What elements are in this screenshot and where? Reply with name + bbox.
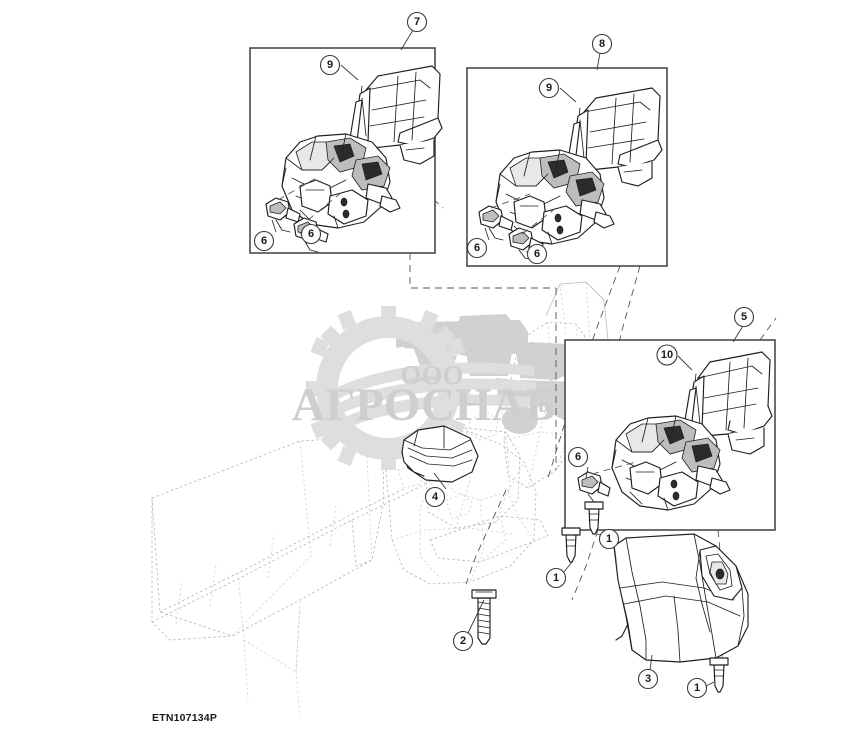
callout-6-box8-a[interactable]: 6 [466, 237, 488, 259]
adjuster-knob-7a [265, 197, 301, 233]
detail-box-8 [466, 67, 668, 267]
callout-1-b-label: 1 [606, 533, 612, 545]
callout-2-label: 2 [460, 635, 466, 647]
callout-10-label: 10 [661, 349, 673, 361]
callout-4[interactable]: 4 [424, 486, 446, 508]
seat-base-cover-3 [613, 533, 749, 663]
callout-6-box7-a-label: 6 [261, 235, 267, 247]
callout-6-box8-b[interactable]: 6 [526, 243, 548, 265]
callout-1-a-label: 1 [553, 572, 559, 584]
cap-screw-1c [709, 657, 729, 693]
callout-9-box8[interactable]: 9 [538, 77, 560, 99]
callout-6-box7-b[interactable]: 6 [300, 223, 322, 245]
watermark-ooo: ООО [400, 360, 463, 390]
seat-back-cushion-8 [565, 87, 663, 187]
detail-box-7 [249, 47, 443, 254]
callout-6-box7-b-label: 6 [308, 228, 314, 240]
callout-8[interactable]: 8 [591, 33, 613, 55]
callout-1-c[interactable]: 1 [686, 677, 708, 699]
detail-box-5 [564, 339, 776, 531]
seat-back-cushion-10 [681, 351, 773, 455]
adjuster-knob-5a [577, 471, 611, 505]
callout-leaders [400, 29, 744, 687]
watermark-suffix: u [538, 392, 550, 417]
callout-1-a[interactable]: 1 [545, 567, 567, 589]
callout-1-c-label: 1 [694, 682, 700, 694]
callout-9-box7-label: 9 [327, 59, 333, 71]
seat-mechanism-8 [495, 149, 615, 245]
callout-9-box8-label: 9 [546, 82, 552, 94]
callout-4-label: 4 [432, 491, 439, 503]
callout-8-label: 8 [599, 38, 605, 50]
drawing-number: ETN107134P [152, 712, 218, 724]
callout-7-label: 7 [414, 16, 420, 28]
cap-screw-1a [561, 527, 581, 563]
watermark-agrosnab: ООО АГРОСНАБ u [292, 306, 618, 470]
watermark-agrosnab: АГРОСНАБ [292, 379, 557, 431]
screw-long-threaded-2 [471, 589, 497, 645]
callout-7[interactable]: 7 [406, 11, 428, 33]
callout-10[interactable]: 10 [656, 344, 678, 366]
seat-mechanism-5 [611, 415, 731, 511]
armrest-pad-4 [401, 425, 479, 483]
callout-6-box5[interactable]: 6 [567, 446, 589, 468]
cap-screw-1b [584, 501, 604, 535]
callout-2[interactable]: 2 [452, 630, 474, 652]
callout-1-b[interactable]: 1 [598, 528, 620, 550]
adjuster-knob-8a [478, 205, 514, 241]
callout-5-label: 5 [741, 311, 747, 323]
callout-6-box5-label: 6 [575, 451, 581, 463]
callout-6-box8-a-label: 6 [474, 242, 480, 254]
callout-6-box8-b-label: 6 [534, 248, 540, 260]
callout-3[interactable]: 3 [637, 668, 659, 690]
callout-5[interactable]: 5 [733, 306, 755, 328]
callout-9-box7[interactable]: 9 [319, 54, 341, 76]
callout-3-label: 3 [645, 673, 651, 685]
swoosh-icon [322, 362, 538, 436]
callout-6-box7-a[interactable]: 6 [253, 230, 275, 252]
